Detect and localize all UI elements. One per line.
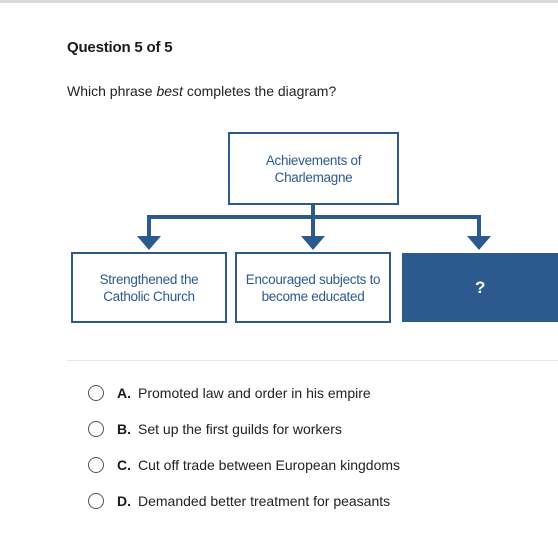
radio-button-a[interactable] [88, 385, 104, 401]
option-letter: D. [117, 493, 131, 509]
prompt-text-end: completes the diagram? [182, 83, 337, 99]
option-text: Demanded better treatment for peasants [138, 493, 391, 509]
connector-drop-middle [311, 215, 315, 237]
prompt-text-start: Which phrase [67, 83, 157, 99]
radio-button-d[interactable] [88, 493, 104, 509]
option-text: Promoted law and order in his empire [138, 385, 371, 401]
diagram-connectors [137, 205, 491, 250]
diagram-child-box-2: Encouraged subjects to become educated [235, 252, 391, 323]
arrowhead-left [137, 236, 161, 250]
arrowhead-right [467, 236, 491, 250]
question-prompt: Which phrase best completes the diagram? [67, 83, 336, 99]
connector-drop-right [477, 215, 481, 237]
arrowhead-middle [301, 236, 325, 250]
option-text: Set up the first guilds for workers [138, 421, 342, 437]
diagram-top-box: Achievements of Charlemagne [228, 132, 399, 205]
question-header: Question 5 of 5 [67, 39, 173, 56]
answer-options: A. Promoted law and order in his empire … [88, 383, 400, 527]
prompt-emphasis: best [156, 83, 183, 99]
option-letter: B. [117, 421, 131, 437]
option-c[interactable]: C. Cut off trade between European kingdo… [88, 455, 400, 475]
top-border [0, 0, 558, 3]
option-a[interactable]: A. Promoted law and order in his empire [88, 383, 400, 403]
connector-drop-left [147, 215, 151, 237]
diagram-child-box-unknown: ? [402, 253, 558, 322]
option-b[interactable]: B. Set up the first guilds for workers [88, 419, 400, 439]
diagram-child-box-1: Strengthened the Catholic Church [71, 252, 227, 323]
option-letter: A. [117, 385, 131, 401]
option-letter: C. [117, 457, 131, 473]
section-divider [67, 360, 558, 361]
option-d[interactable]: D. Demanded better treatment for peasant… [88, 491, 400, 511]
connector-stem [311, 205, 315, 218]
option-text: Cut off trade between European kingdoms [138, 457, 401, 473]
radio-button-b[interactable] [88, 421, 104, 437]
radio-button-c[interactable] [88, 457, 104, 473]
diagram: Achievements of Charlemagne Strengthened… [71, 132, 558, 323]
